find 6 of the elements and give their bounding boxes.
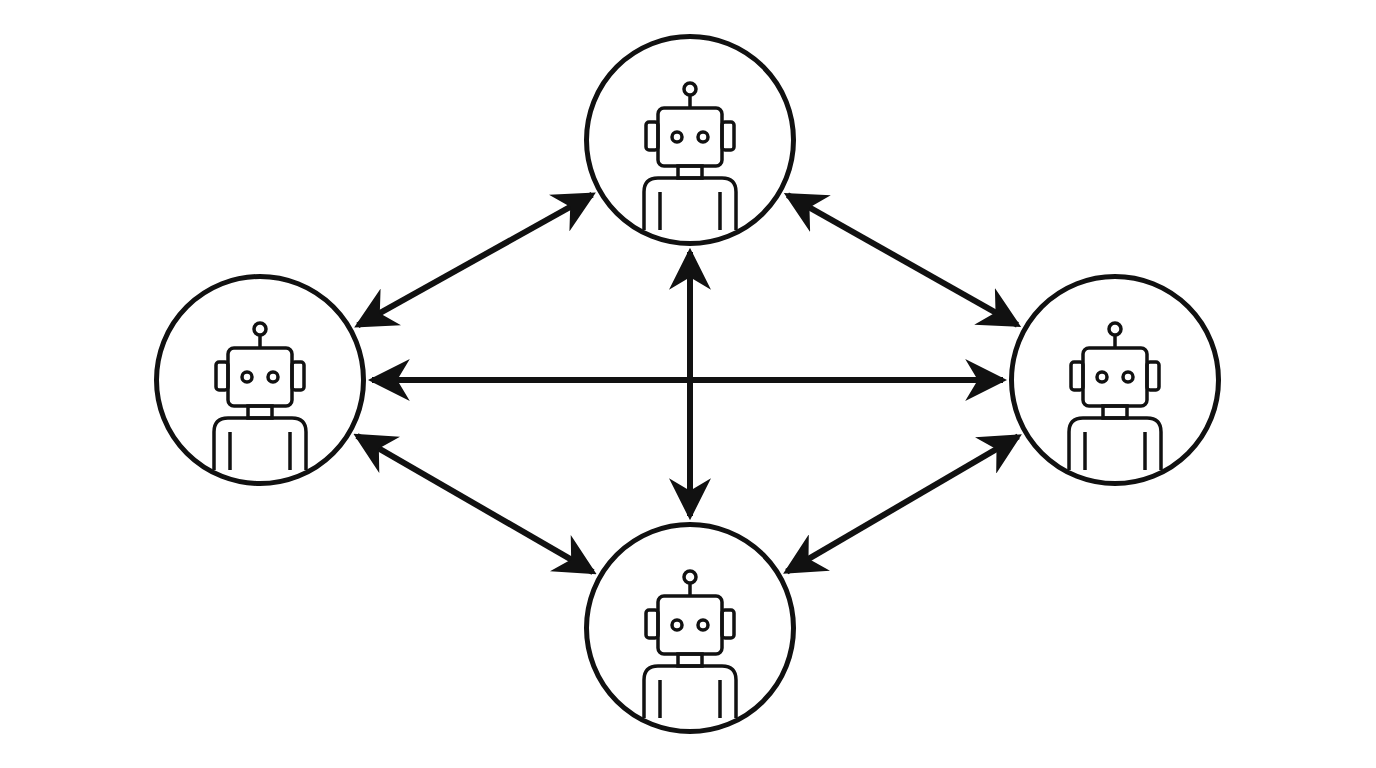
double-arrow <box>353 433 597 575</box>
double-arrow <box>669 247 711 521</box>
double-arrow <box>354 191 596 329</box>
double-arrow <box>783 192 1022 328</box>
double-arrow <box>367 359 1008 401</box>
double-arrow <box>783 433 1022 575</box>
